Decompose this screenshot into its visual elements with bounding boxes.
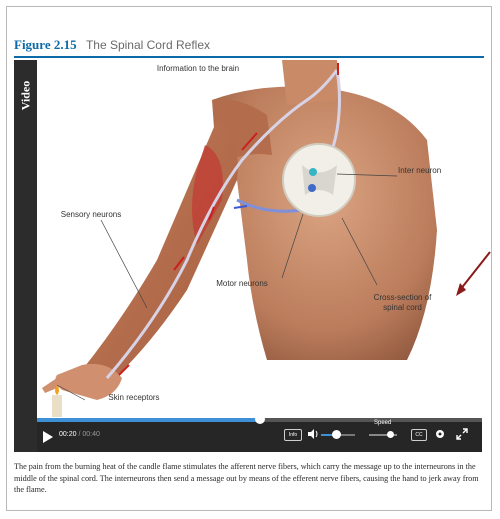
volume-slider[interactable] bbox=[321, 434, 355, 436]
video-tab: Video bbox=[14, 60, 37, 452]
speed-knob[interactable] bbox=[387, 431, 394, 438]
label-skin-receptors: Skin receptors bbox=[94, 393, 174, 403]
video-stage[interactable]: Information to the brain Inter neuron Se… bbox=[37, 60, 482, 452]
current-time: 00:20 bbox=[59, 431, 77, 438]
label-motor-neurons: Motor neurons bbox=[202, 279, 282, 289]
info-button[interactable]: Info bbox=[284, 429, 302, 441]
play-icon[interactable] bbox=[43, 431, 53, 443]
figure-caption: The pain from the burning heat of the ca… bbox=[14, 461, 484, 496]
figure-title: The Spinal Cord Reflex bbox=[86, 38, 210, 52]
label-cross-section: Cross-section of spinal cord bbox=[370, 293, 435, 313]
speed-label: Speed bbox=[374, 420, 391, 426]
duration: 00:40 bbox=[82, 431, 100, 438]
progress-fill bbox=[37, 418, 260, 422]
progress-knob[interactable] bbox=[255, 414, 265, 424]
volume-knob[interactable] bbox=[332, 430, 341, 439]
gear-icon[interactable] bbox=[434, 428, 446, 440]
video-controls: 00:20 / 00:40 Info Speed CC bbox=[37, 418, 482, 452]
time-readout: 00:20 / 00:40 bbox=[59, 431, 100, 438]
cc-button[interactable]: CC bbox=[411, 429, 427, 441]
label-sensory-neurons: Sensory neurons bbox=[46, 210, 136, 220]
figure-number: Figure 2.15 bbox=[14, 37, 77, 52]
annotation-arrow-icon bbox=[452, 250, 492, 300]
label-brain: Information to the brain bbox=[153, 64, 243, 74]
speed-slider[interactable] bbox=[369, 434, 397, 436]
label-inter-neuron: Inter neuron bbox=[398, 166, 468, 176]
video-tab-label: Video bbox=[19, 74, 34, 118]
fullscreen-icon[interactable] bbox=[456, 428, 468, 440]
figure-title-bar: Figure 2.15 The Spinal Cord Reflex bbox=[14, 36, 484, 58]
volume-icon[interactable] bbox=[307, 428, 319, 440]
progress-bar[interactable] bbox=[37, 418, 482, 422]
